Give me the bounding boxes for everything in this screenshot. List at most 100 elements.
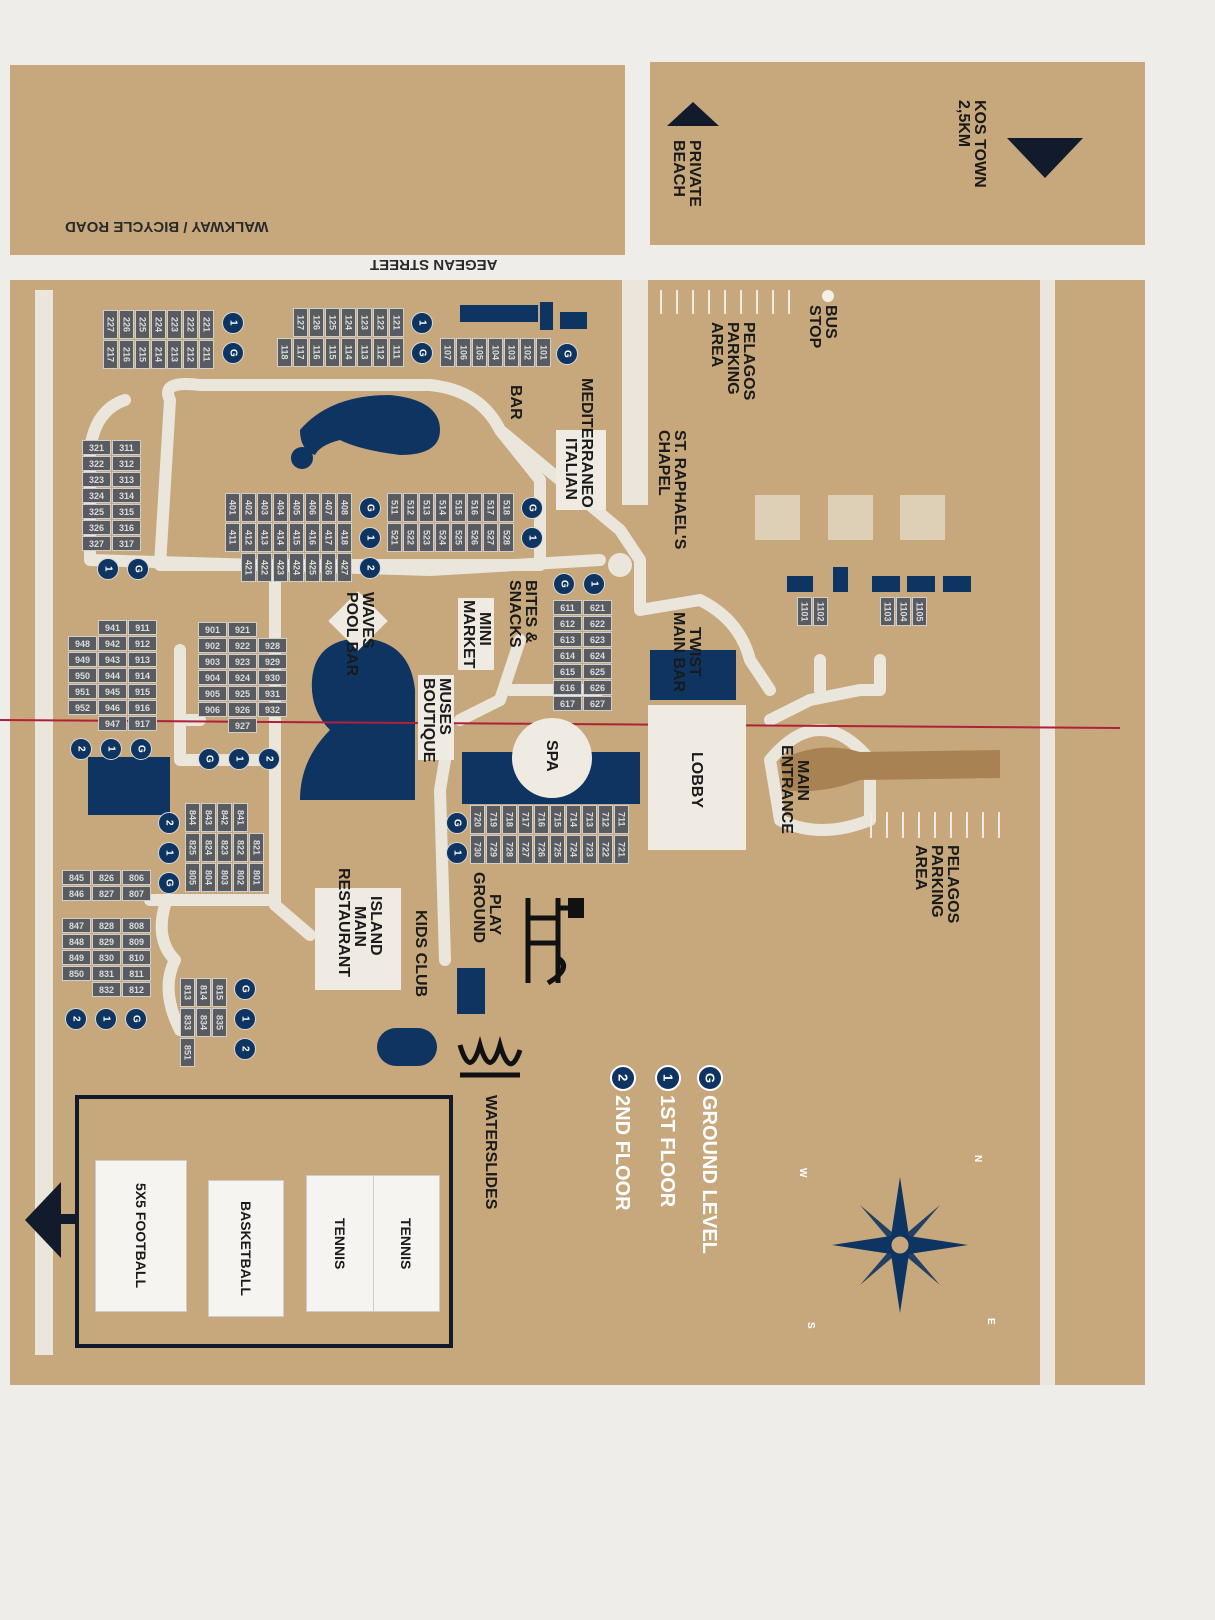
floor-markers: G	[556, 343, 578, 365]
room-424: 424	[289, 553, 304, 582]
floor-marker-icon: 1	[446, 842, 468, 864]
text: BITES &	[522, 580, 539, 644]
room-126: 126	[309, 308, 324, 337]
floor-marker-icon: G	[158, 872, 180, 894]
floor-marker-icon: 1	[583, 573, 605, 595]
room-115: 115	[325, 338, 340, 367]
room-712: 712	[598, 805, 613, 834]
room-513: 513	[419, 493, 434, 522]
text: PELAGOS	[740, 322, 757, 401]
room-612: 612	[553, 616, 582, 631]
room-832: 832	[92, 982, 121, 997]
room-103: 103	[504, 338, 519, 367]
room-713: 713	[582, 805, 597, 834]
room-848: 848	[62, 934, 91, 949]
tennis-court-1[interactable]: TENNIS	[372, 1175, 440, 1312]
room-930: 930	[258, 670, 287, 685]
tennis-court-2[interactable]: TENNIS	[306, 1175, 374, 1312]
room-621: 621	[583, 600, 612, 615]
room-225: 225	[135, 310, 150, 339]
room-417: 417	[321, 523, 336, 552]
room-623: 623	[583, 632, 612, 647]
basketball-label: BASKETBALL	[238, 1201, 254, 1296]
compass-w: W	[797, 1168, 808, 1178]
room-523: 523	[419, 523, 434, 552]
right-strip	[1055, 280, 1145, 1385]
room-925: 925	[228, 686, 257, 701]
side-road	[1040, 280, 1055, 1385]
floor-marker-icon: G	[234, 978, 256, 1000]
room-901: 901	[198, 622, 227, 637]
room-727: 727	[518, 835, 533, 864]
room-905: 905	[198, 686, 227, 701]
room-812: 812	[122, 982, 151, 997]
building-bar-2	[540, 302, 553, 330]
text: MAIN	[794, 760, 811, 801]
room-407: 407	[321, 493, 336, 522]
room-412: 412	[241, 523, 256, 552]
room-row: 927	[198, 718, 287, 733]
text: MEDITERRANEO	[578, 378, 595, 508]
south-path	[269, 569, 316, 941]
room-720: 720	[470, 805, 485, 834]
room-952: 952	[68, 700, 97, 715]
room-row: 851	[180, 1038, 227, 1067]
basketball-court[interactable]: BASKETBALL	[208, 1180, 284, 1317]
parking-stripes-top	[660, 290, 800, 314]
floor-marker-icon: 1	[359, 527, 381, 549]
room-326: 326	[82, 520, 111, 535]
playground-icon	[525, 898, 584, 986]
bus-text: BUS	[822, 305, 839, 339]
room-527: 527	[483, 523, 498, 552]
room-325: 325	[82, 504, 111, 519]
floor-marker-icon: 1	[222, 312, 244, 334]
room-946: 946	[98, 700, 127, 715]
side-path-left	[35, 290, 53, 1355]
room-917: 917	[128, 716, 157, 731]
roundabout	[608, 553, 632, 577]
pool-800	[88, 757, 170, 815]
text: CHAPEL	[655, 430, 672, 496]
lobby-label: LOBBY	[688, 752, 705, 808]
room-807: 807	[122, 886, 151, 901]
building-bar-3	[560, 312, 587, 329]
room-815: 815	[212, 978, 227, 1007]
room-421: 421	[241, 553, 256, 582]
text: SNACKS	[506, 580, 523, 648]
tennis-label: TENNIS	[398, 1217, 414, 1270]
football-pitch[interactable]: 5X5 FOOTBALL	[95, 1160, 187, 1312]
room-902: 902	[198, 638, 227, 653]
room-517: 517	[483, 493, 498, 522]
room-322: 322	[82, 456, 111, 471]
ground-level-label: GROUND LEVEL	[698, 1095, 720, 1254]
text: MINI	[476, 612, 493, 646]
room-808: 808	[122, 918, 151, 933]
room-730: 730	[470, 835, 485, 864]
room-317: 317	[112, 536, 141, 551]
room-312: 312	[112, 456, 141, 471]
room-413: 413	[257, 523, 272, 552]
room-821: 821	[249, 833, 264, 862]
room-903: 903	[198, 654, 227, 669]
kids-club-pool	[377, 1028, 437, 1066]
